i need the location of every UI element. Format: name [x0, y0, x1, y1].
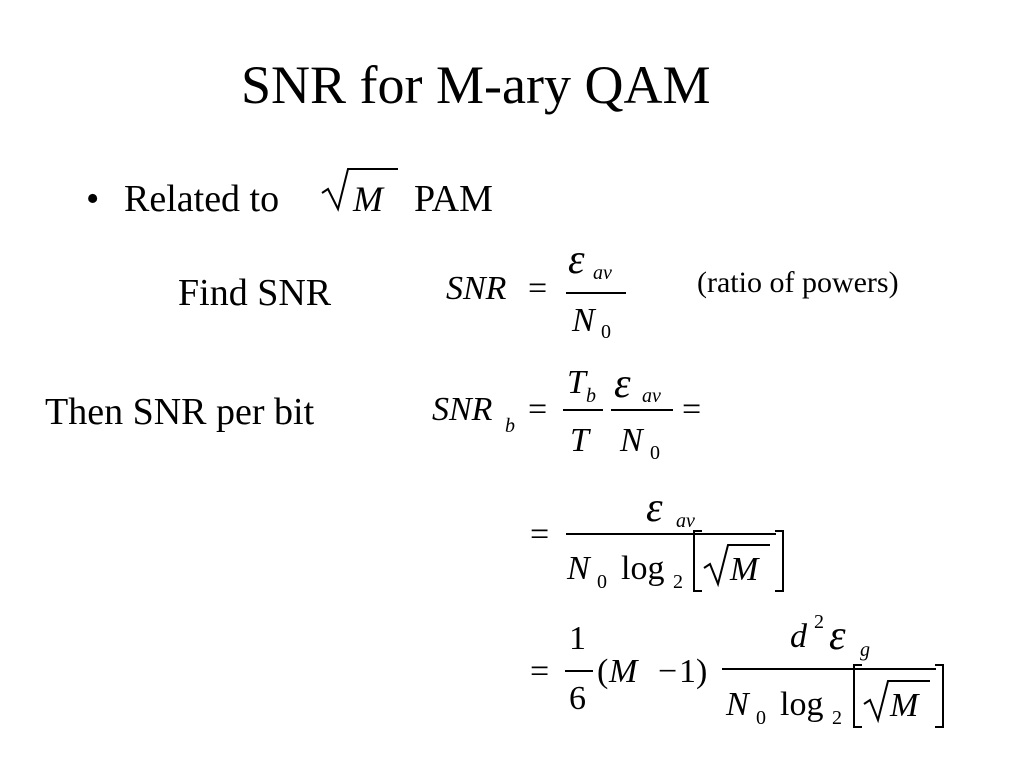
fraction-bar — [566, 533, 776, 535]
fraction-bar — [563, 409, 603, 411]
fraction-bar — [565, 670, 593, 672]
one-over-six-num: 1 — [569, 620, 586, 657]
noise-symbol: N — [572, 302, 595, 339]
fraction-bar — [611, 409, 673, 411]
ratio-note: (ratio of powers) — [697, 266, 899, 299]
noise-sub: 0 — [650, 442, 660, 464]
energy-sub: av — [642, 385, 661, 407]
bullet-marker: • — [86, 178, 100, 220]
paren-one-close: 1) — [679, 653, 708, 690]
one-over-six-den: 6 — [569, 680, 586, 717]
d-sup: 2 — [814, 611, 824, 633]
noise-symbol: N — [620, 422, 643, 459]
energy-symbol: ε — [829, 613, 846, 659]
bracket-right-icon — [775, 530, 784, 592]
noise-symbol: N — [726, 686, 749, 723]
noise-sub: 0 — [597, 571, 607, 593]
d-symbol: d — [790, 618, 807, 655]
energy-symbol: ε — [646, 485, 663, 531]
log-text: log — [780, 686, 824, 723]
bracket-right-icon — [935, 664, 944, 728]
snr-lhs: SNR — [446, 270, 507, 307]
sqrt-icon — [703, 544, 770, 588]
energy-sub: av — [676, 510, 695, 532]
log-base: 2 — [832, 707, 842, 729]
energy-symbol: ε — [568, 237, 585, 283]
energy-symbol: ε — [614, 361, 631, 407]
sqrt-icon — [321, 168, 398, 212]
sqrt-arg: M — [730, 551, 759, 588]
noise-symbol: N — [567, 550, 590, 587]
log-base: 2 — [673, 571, 683, 593]
fraction-bar — [566, 292, 626, 294]
energy-sub: av — [593, 262, 612, 284]
t-symbol: T — [570, 422, 589, 459]
minus-sign: − — [658, 653, 678, 690]
snrb-sub: b — [505, 415, 515, 437]
equals-sign: = — [528, 391, 548, 428]
snr-per-bit-label: Then SNR per bit — [45, 391, 315, 433]
tb-symbol: T — [567, 364, 586, 401]
tb-sub: b — [586, 385, 596, 407]
sqrt-arg: M — [890, 687, 919, 724]
equals-sign: = — [530, 653, 550, 690]
slide-title: SNR for M-ary QAM — [241, 55, 711, 115]
sqrt-icon — [863, 680, 930, 724]
equals-sign: = — [530, 516, 550, 553]
bracket-left-icon — [853, 664, 862, 728]
fraction-bar — [722, 668, 936, 670]
noise-sub: 0 — [601, 321, 611, 343]
equals-sign: = — [528, 270, 548, 307]
log-text: log — [621, 550, 665, 587]
bullet-suffix: PAM — [414, 178, 493, 220]
paren-open: ( — [597, 653, 609, 690]
noise-sub: 0 — [756, 707, 766, 729]
bullet-prefix: Related to — [124, 178, 280, 220]
find-snr-label: Find SNR — [178, 272, 332, 314]
bullet-sqrt-arg: M — [353, 179, 383, 219]
paren-m: M — [609, 653, 638, 690]
trailing-equals: = — [682, 391, 702, 428]
bracket-left-icon — [693, 530, 702, 592]
energy-sub: g — [860, 639, 870, 661]
snrb-lhs: SNR — [432, 391, 493, 428]
